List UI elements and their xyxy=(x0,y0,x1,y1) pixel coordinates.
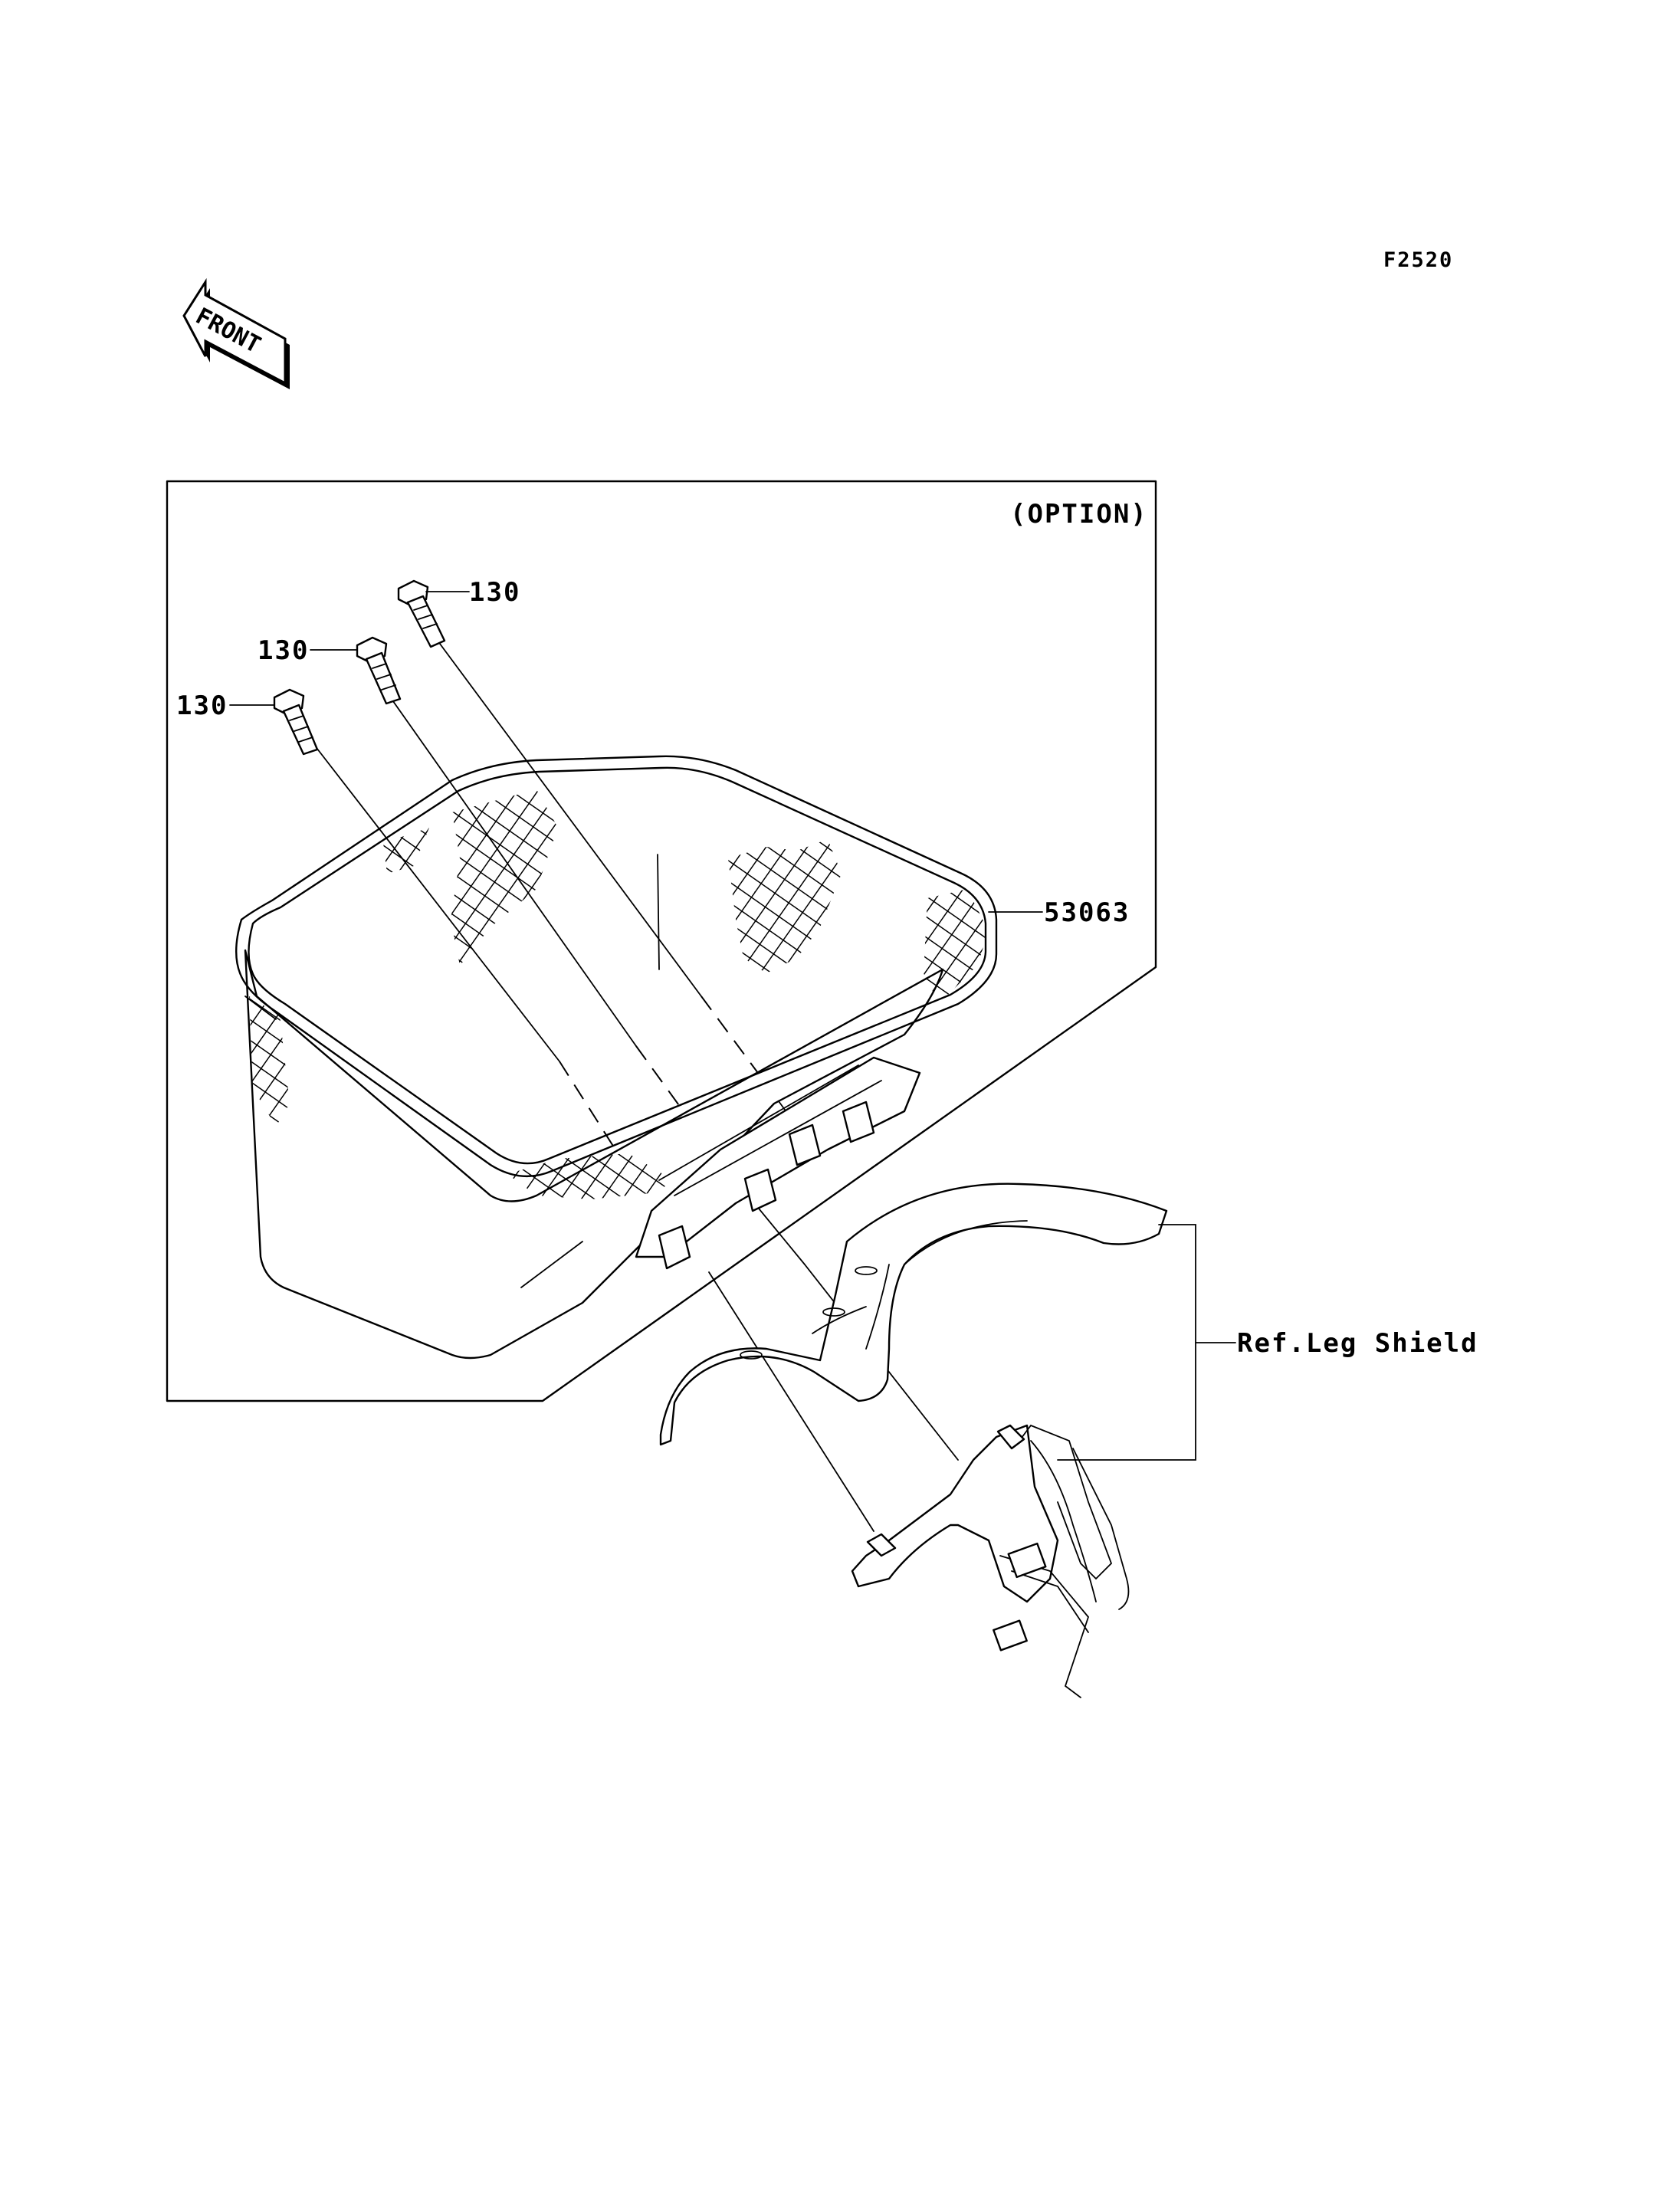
option-boundary xyxy=(166,480,1157,1402)
option-label: (OPTION) xyxy=(1010,499,1148,530)
callout-leg-shield: Ref.Leg Shield xyxy=(1237,1328,1478,1359)
leg-shield xyxy=(659,1183,1168,1698)
bolt-lower xyxy=(273,688,319,756)
bolt-top xyxy=(397,579,446,648)
callout-basket: 53063 xyxy=(1044,897,1130,928)
callout-bolt-middle: 130 xyxy=(258,635,309,666)
front-basket xyxy=(235,755,998,1360)
figure-code: F2520 xyxy=(1383,248,1453,272)
front-arrow-icon: FRONT xyxy=(182,277,290,389)
callout-bolt-top: 130 xyxy=(469,577,520,608)
callout-bolt-lower: 130 xyxy=(176,690,228,721)
bolt-middle xyxy=(356,636,402,705)
